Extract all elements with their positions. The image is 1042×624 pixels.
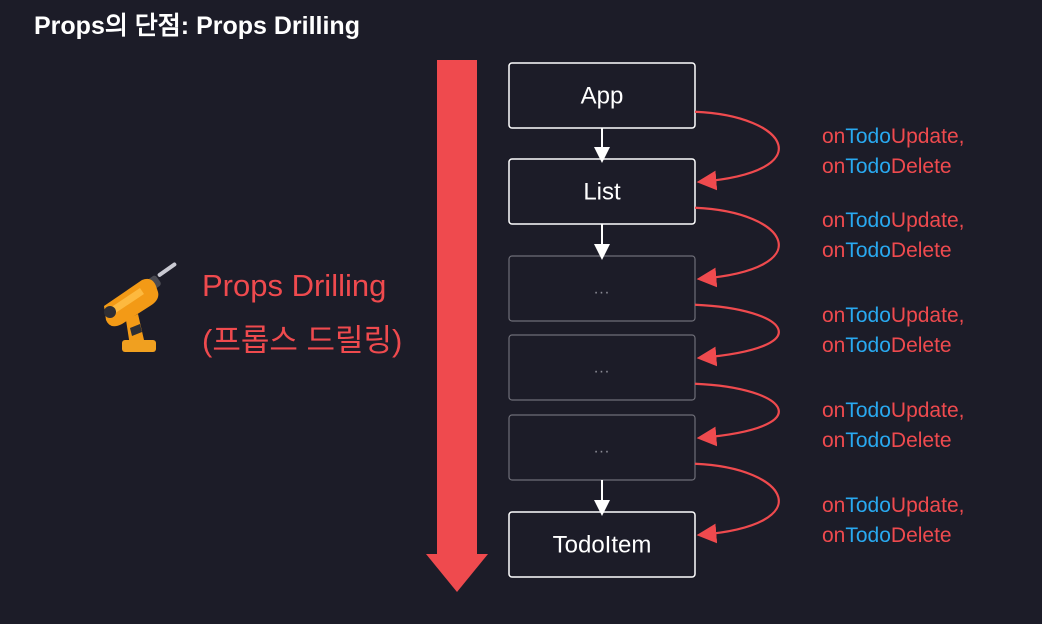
props-label: onTodoUpdate,onTodoDelete — [822, 494, 964, 547]
props-label: onTodoUpdate,onTodoDelete — [822, 399, 964, 452]
big-down-arrow — [426, 60, 488, 592]
prop-name-part-red: Delete — [891, 429, 952, 452]
prop-name-part-blue: Todo — [845, 209, 891, 232]
prop-name-part-red: Update, — [891, 494, 965, 517]
prop-name-part-blue: Todo — [845, 334, 891, 357]
prop-name-part-red: on — [822, 524, 845, 547]
on-todo-delete-label: onTodoDelete — [822, 524, 952, 547]
prop-name-part-blue: Todo — [845, 429, 891, 452]
node-ellipsis-label: ... — [594, 360, 610, 377]
component-node: App — [508, 62, 696, 129]
node-box — [508, 334, 696, 401]
props-drilling-korean-label: (프롭스 드릴링) — [202, 323, 403, 358]
node-label: TodoItem — [553, 532, 652, 559]
props-label: onTodoUpdate,onTodoDelete — [822, 209, 964, 262]
prop-name-part-blue: Todo — [845, 155, 891, 178]
on-todo-delete-label: onTodoDelete — [822, 155, 952, 178]
prop-name-part-red: on — [822, 494, 845, 517]
prop-name-part-red: on — [822, 239, 845, 262]
prop-name-part-red: on — [822, 304, 845, 327]
node-ellipsis-label: ... — [594, 440, 610, 457]
component-node: ... — [508, 255, 696, 322]
prop-name-part-red: on — [822, 399, 845, 422]
on-todo-update-label: onTodoUpdate, — [822, 304, 964, 327]
on-todo-delete-label: onTodoDelete — [822, 334, 952, 357]
prop-name-part-blue: Todo — [845, 494, 891, 517]
props-pass-arrow — [694, 382, 780, 447]
prop-name-part-red: Update, — [891, 125, 965, 148]
component-node: List — [508, 158, 696, 225]
props-pass-arrow — [694, 110, 780, 191]
props-label: onTodoUpdate,onTodoDelete — [822, 304, 964, 357]
prop-name-part-red: Delete — [891, 524, 952, 547]
prop-name-part-blue: Todo — [845, 239, 891, 262]
props-label: onTodoUpdate,onTodoDelete — [822, 125, 964, 178]
props-pass-arrow — [694, 303, 780, 367]
prop-name-part-red: Delete — [891, 155, 952, 178]
node-label: List — [583, 179, 621, 206]
power-drill-icon — [104, 262, 177, 352]
component-node: TodoItem — [508, 511, 696, 578]
props-pass-arrow — [694, 206, 780, 288]
node-ellipsis-label: ... — [594, 281, 610, 298]
component-node: ... — [508, 334, 696, 401]
prop-name-part-red: on — [822, 155, 845, 178]
prop-name-part-blue: Todo — [845, 304, 891, 327]
component-node: ... — [508, 414, 696, 481]
on-todo-update-label: onTodoUpdate, — [822, 399, 964, 422]
on-todo-delete-label: onTodoDelete — [822, 239, 952, 262]
prop-name-part-red: on — [822, 125, 845, 148]
prop-name-part-blue: Todo — [845, 524, 891, 547]
prop-name-part-red: Delete — [891, 239, 952, 262]
props-drilling-label: Props Drilling — [202, 268, 387, 303]
page-title: Props의 단점: Props Drilling — [34, 12, 360, 40]
on-todo-delete-label: onTodoDelete — [822, 429, 952, 452]
prop-name-part-red: Update, — [891, 209, 965, 232]
prop-name-part-blue: Todo — [845, 125, 891, 148]
prop-name-part-red: Update, — [891, 399, 965, 422]
prop-name-part-red: on — [822, 429, 845, 452]
on-todo-update-label: onTodoUpdate, — [822, 209, 964, 232]
node-label: App — [581, 83, 624, 110]
props-pass-arrow — [694, 462, 780, 544]
prop-name-part-red: on — [822, 334, 845, 357]
prop-name-part-red: Update, — [891, 304, 965, 327]
prop-name-part-red: Delete — [891, 334, 952, 357]
on-todo-update-label: onTodoUpdate, — [822, 125, 964, 148]
on-todo-update-label: onTodoUpdate, — [822, 494, 964, 517]
prop-name-part-red: on — [822, 209, 845, 232]
prop-name-part-blue: Todo — [845, 399, 891, 422]
